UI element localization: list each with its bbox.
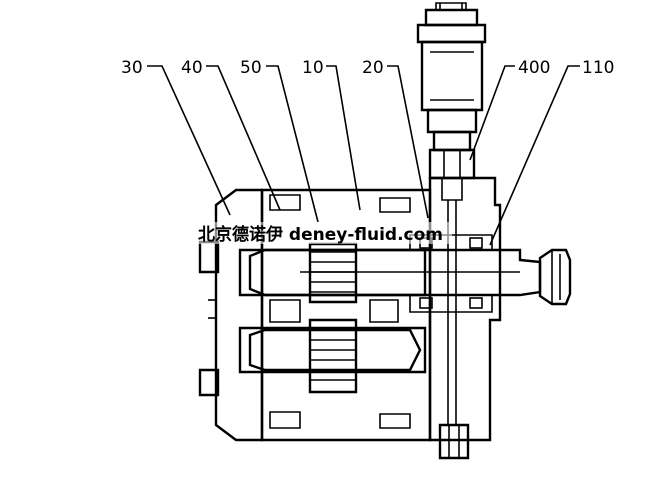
relief-valve-assembly [416,2,487,201]
leader-lines [147,65,580,246]
shaft-seals [409,234,493,313]
label-40: 40 [181,58,203,78]
drive-shaft [248,248,542,297]
drive-gear [308,242,358,304]
label-50: 50 [240,58,262,78]
pump-housing [198,176,502,460]
shaft-end-nut [538,248,572,306]
label-10: 10 [302,58,324,78]
label-20: 20 [362,58,384,78]
watermark-text: 北京德诺伊 deney-fluid.com [198,224,443,245]
label-30: 30 [121,58,143,78]
label-400: 400 [518,58,550,78]
driven-shaft [248,328,422,372]
label-110: 110 [582,58,614,78]
bearing-blocks [269,194,411,429]
watermark-backdrop [196,222,452,244]
